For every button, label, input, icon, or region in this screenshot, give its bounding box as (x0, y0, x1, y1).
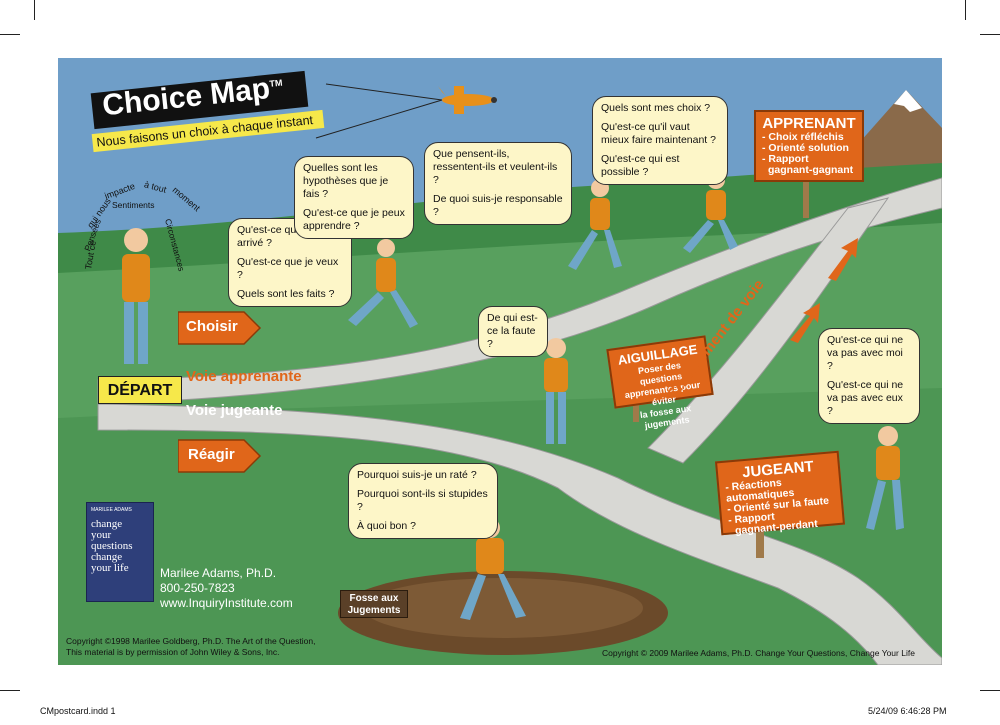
arc-inner-top: Sentiments (112, 200, 155, 210)
bubble-judge: Pourquoi suis-je un raté ? Pourquoi sont… (348, 463, 498, 539)
bubble-line: Pourquoi suis-je un raté ? (357, 469, 477, 481)
contact-name: Marilee Adams, Ph.D. (160, 566, 277, 580)
crop-mark (965, 0, 966, 20)
judger-road (97, 403, 942, 665)
printer-file: CMpostcard.indd 1 (40, 706, 116, 716)
bubble-blame: De qui est-ce la faute ? (478, 306, 548, 357)
bubble-line: Pourquoi sont-ils si stupides ? (357, 488, 488, 513)
mountain-snow (894, 90, 922, 112)
sign-fosse-line: Jugements (347, 605, 401, 616)
pit-mud (363, 578, 643, 638)
sign-fosse-line: Fosse aux (349, 593, 399, 604)
bubble-start: Qu'est-ce qui est arrivé ? Qu'est-ce que… (228, 218, 352, 307)
book-line: questions (91, 540, 133, 552)
bubble-line: Quelles sont les hypothèses que je fais … (303, 162, 389, 200)
person-walker-1 (348, 239, 418, 328)
printer-date: 5/24/09 6:46:28 PM (868, 706, 947, 716)
sign-apprenant: APPRENANT - Choix réfléchis - Orienté so… (754, 110, 864, 182)
person-walker-2 (568, 179, 622, 270)
person-start (122, 228, 150, 364)
sign-post (756, 518, 764, 558)
switch-arrow-2 (828, 238, 858, 281)
sign-jugeant: JUGEANT - Réactions automatiques - Orien… (715, 450, 845, 537)
title-banner: Choice MapTM Nous faisons un choix à cha… (90, 70, 325, 153)
bubble-hypotheses: Quelles sont les hypothèses que je fais … (294, 156, 414, 239)
contact-phone: 800-250-7823 (160, 581, 235, 595)
choisir-label: Choisir (186, 318, 238, 335)
bubble-line: Quels sont mes choix ? (601, 102, 711, 114)
sign-apprenant-title: APPRENANT (762, 115, 856, 132)
crop-mark (34, 0, 35, 20)
sign-apprenant-item: - Choix réfléchis (762, 131, 844, 143)
switch-road (647, 197, 890, 464)
bubble-line: Que pensent-ils, ressentent-ils et veule… (433, 148, 558, 186)
sign-fosse: Fosse aux Jugements (340, 590, 408, 618)
copyright-left-line: Copyright ©1998 Marilee Goldberg, Ph.D. … (66, 636, 316, 646)
book-line: change (91, 551, 123, 563)
bubble-line: De quoi suis-je responsable ? (433, 193, 563, 218)
sign-post (803, 178, 809, 218)
sign-apprenant-item: - Rapport (762, 153, 809, 165)
bubble-line: De qui est-ce la faute ? (487, 312, 538, 350)
learner-road-label: Voie apprenante (186, 368, 302, 385)
bubble-line: À quoi bon ? (357, 520, 416, 532)
contact-block: Marilee Adams, Ph.D. 800-250-7823 www.In… (160, 566, 293, 611)
choisir-arrow (178, 311, 262, 345)
copyright-left-line: This material is by permission of John W… (66, 647, 280, 657)
banner-rope (315, 99, 443, 139)
bubble-line: Qu'est-ce qui ne va pas avec moi ? (827, 334, 904, 372)
bubble-line: Qu'est-ce qui ne va pas avec eux ? (827, 379, 904, 417)
book-line: your (91, 529, 112, 541)
book-cover: MARILEE ADAMS change your questions chan… (86, 502, 154, 602)
bubble-line: Qu'est-ce qu'il vaut mieux faire mainten… (601, 121, 716, 146)
bubble-line: Quels sont les faits ? (237, 288, 335, 300)
title-tm: TM (268, 77, 283, 89)
crop-mark (980, 690, 1000, 691)
person-blame (544, 338, 568, 444)
bubble-line: Qu'est-ce que je peux apprendre ? (303, 207, 405, 232)
copyright-left: Copyright ©1998 Marilee Goldberg, Ph.D. … (66, 636, 315, 658)
crop-mark (0, 34, 20, 35)
lower-grass (58, 388, 942, 665)
bubble-line: Qu'est-ce que je veux ? (237, 256, 339, 281)
book-line: change (91, 518, 123, 530)
book-author: MARILEE ADAMS (91, 507, 132, 513)
bubble-others: Que pensent-ils, ressentent-ils et veule… (424, 142, 572, 225)
reagir-label: Réagir (188, 446, 235, 463)
contact-website[interactable]: www.InquiryInstitute.com (160, 596, 293, 610)
crop-mark (980, 34, 1000, 35)
copyright-right: Copyright © 2009 Marilee Adams, Ph.D. Ch… (602, 648, 915, 658)
sign-apprenant-item: - Orienté solution (762, 142, 849, 154)
choice-map-canvas: Choice MapTM Nous faisons un choix à cha… (58, 58, 942, 665)
bubble-line: Qu'est-ce qui est possible ? (601, 153, 680, 178)
sign-apprenant-item: gagnant-gagnant (768, 164, 854, 176)
banner-rope (325, 83, 443, 101)
book-line: your life (91, 562, 129, 574)
reagir-arrow (178, 439, 262, 473)
bubble-wrong: Qu'est-ce qui ne va pas avec moi ? Qu'es… (818, 328, 920, 424)
person-switch (866, 426, 904, 530)
crop-mark (0, 690, 20, 691)
switch-arrow-1 (790, 303, 820, 343)
judger-road-label: Voie jugeante (186, 402, 283, 419)
sign-post (633, 398, 639, 422)
depart-label: DÉPART (98, 376, 182, 404)
bubble-choices: Quels sont mes choix ? Qu'est-ce qu'il v… (592, 96, 728, 185)
person-pit (460, 518, 526, 620)
learner-road (97, 177, 942, 405)
airplane-icon (438, 86, 497, 114)
